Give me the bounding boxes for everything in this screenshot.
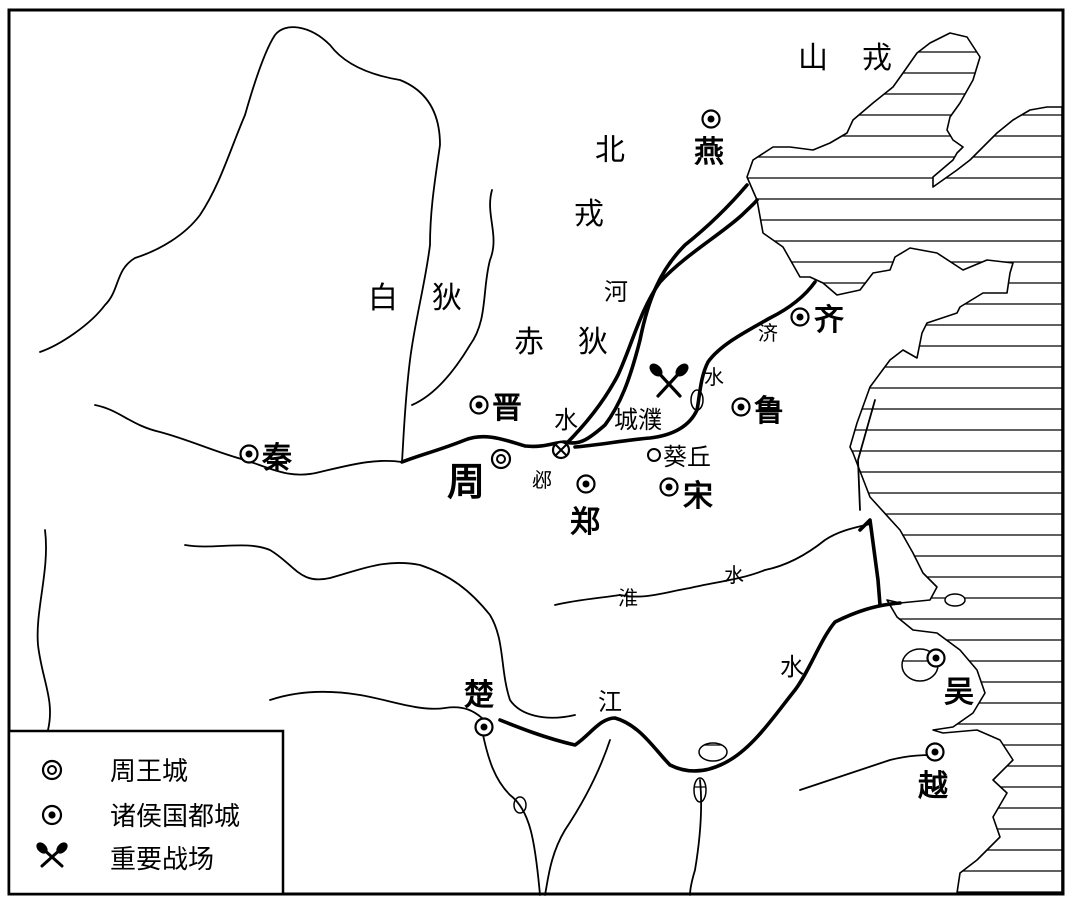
label-huai-shui: 水 — [724, 563, 744, 587]
rivers-thin — [36, 26, 936, 896]
legend: 周王城 诸侯国都城 重要战场 — [7, 729, 285, 896]
label-shanrong-1: 山 — [798, 41, 828, 76]
rivers-thick — [400, 183, 902, 773]
label-huai: 淮 — [618, 586, 638, 610]
state-capital-icon — [701, 109, 721, 129]
battle-site-bi-icon — [551, 440, 571, 460]
state-capital-icon — [469, 395, 489, 415]
label-chidi-2: 狄 — [578, 325, 608, 360]
label-he: 河 — [604, 278, 628, 306]
label-bi: 邲 — [532, 468, 552, 492]
label-zhou: 周 — [447, 460, 485, 504]
state-capital-icon — [474, 717, 494, 737]
markers — [239, 109, 946, 762]
state-capital-icon — [731, 397, 751, 417]
state-capital-icon — [926, 648, 946, 668]
label-ji: 济 — [758, 321, 778, 345]
kuiqiu-site-icon — [647, 448, 661, 462]
label-shanrong-2: 戎 — [862, 41, 892, 76]
state-capital-icon — [41, 804, 63, 826]
label-jin: 晋 — [492, 391, 522, 426]
label-lu: 鲁 — [754, 394, 784, 429]
label-kuiqiu: 葵丘 — [663, 443, 711, 471]
state-capital-icon — [659, 477, 679, 497]
label-beirong-2: 戎 — [574, 197, 604, 232]
legend-label-state-capital: 诸侯国都城 — [110, 802, 240, 832]
label-qin: 秦 — [261, 441, 293, 476]
river-labels: 河 水 济 水 淮 水 江 水 — [554, 278, 804, 716]
island — [944, 593, 966, 607]
label-yan: 燕 — [694, 135, 724, 170]
state-capital-icon — [239, 444, 259, 464]
label-chu: 楚 — [464, 678, 494, 713]
state-capital-icon — [925, 742, 945, 762]
label-chengpu: 城濮 — [614, 406, 662, 434]
state-capital-icon — [576, 474, 596, 494]
label-yue: 越 — [918, 769, 949, 804]
place-labels: 燕 齐 晋 鲁 秦 周 邲 葵丘 城濮 郑 宋 楚 吴 越 — [261, 135, 974, 804]
state-capital-icon — [790, 307, 810, 327]
label-baidi-1: 白 — [368, 281, 398, 316]
label-wu: 吴 — [944, 675, 974, 710]
label-beirong-1: 北 — [595, 133, 625, 168]
label-song: 宋 — [683, 479, 713, 514]
label-he-shui: 水 — [554, 406, 578, 434]
label-zheng: 郑 — [570, 505, 600, 540]
label-jiang: 江 — [598, 688, 622, 716]
region-labels: 山 戎 北 戎 白 狄 赤 狄 — [368, 41, 892, 360]
label-ji-shui: 水 — [704, 365, 724, 389]
label-qi: 齐 — [814, 303, 844, 338]
royal-capital-icon — [41, 759, 63, 781]
sea-area — [746, 32, 1063, 894]
lake — [698, 742, 728, 762]
royal-capital-icon — [490, 448, 512, 470]
legend-label-battlefield: 重要战场 — [110, 845, 214, 875]
legend-label-royal-capital: 周王城 — [110, 757, 188, 787]
label-chidi-1: 赤 — [514, 325, 544, 360]
label-jiang-shui: 水 — [780, 653, 804, 681]
label-baidi-2: 狄 — [432, 281, 462, 316]
battlefield-icon — [649, 363, 689, 398]
battlefield-icon — [36, 842, 68, 868]
